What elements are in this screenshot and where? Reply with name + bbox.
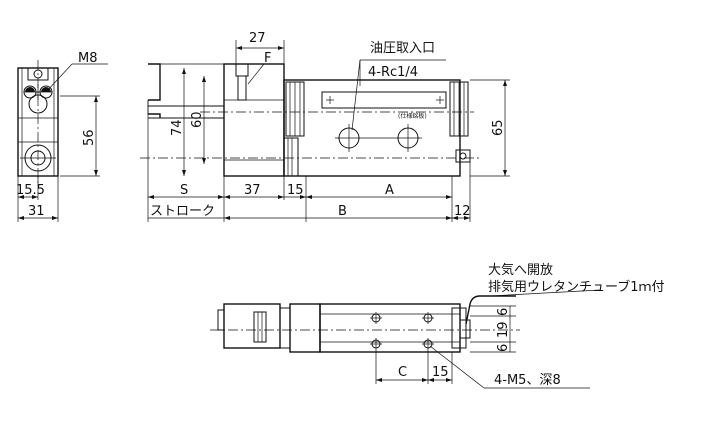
label-65: 65 — [491, 119, 506, 136]
label-37: 37 — [244, 183, 261, 198]
labels: M8 27 F 油圧取入口 4-Rc1/4 (仕様銘板) 74 60 56 65… — [16, 31, 665, 388]
label-60: 60 — [190, 111, 205, 128]
label-exhaust-2: 排気用ウレタンチューブ1ｍ付 — [488, 279, 665, 295]
label-74: 74 — [170, 119, 185, 136]
label-56: 56 — [82, 129, 97, 146]
label-exhaust-1: 大気へ開放 — [488, 262, 553, 278]
label-6-top: 6 — [496, 308, 511, 316]
label-m8: M8 — [78, 51, 98, 66]
label-19: 19 — [496, 321, 511, 338]
label-b: B — [338, 204, 347, 219]
label-15-5: 15.5 — [16, 183, 45, 198]
end-view — [17, 60, 108, 222]
label-12: 12 — [454, 204, 471, 219]
label-port-spec: 4-Rc1/4 — [368, 65, 418, 80]
label-small-note: (仕様銘板) — [398, 112, 427, 120]
side-view — [140, 40, 510, 222]
label-tap: 4-M5、深8 — [494, 373, 561, 388]
label-15-bot: 15 — [432, 365, 449, 380]
label-s: S — [180, 183, 188, 198]
label-f: F — [264, 51, 271, 66]
label-27: 27 — [249, 31, 266, 46]
label-15-top: 15 — [287, 183, 304, 198]
label-31: 31 — [28, 204, 45, 219]
label-stroke: ストローク — [150, 204, 215, 219]
plan-view — [210, 289, 601, 389]
label-oil-port: 油圧取入口 — [370, 41, 435, 56]
label-a: A — [385, 183, 394, 198]
label-6-bot: 6 — [496, 344, 511, 352]
label-c: C — [398, 365, 407, 380]
